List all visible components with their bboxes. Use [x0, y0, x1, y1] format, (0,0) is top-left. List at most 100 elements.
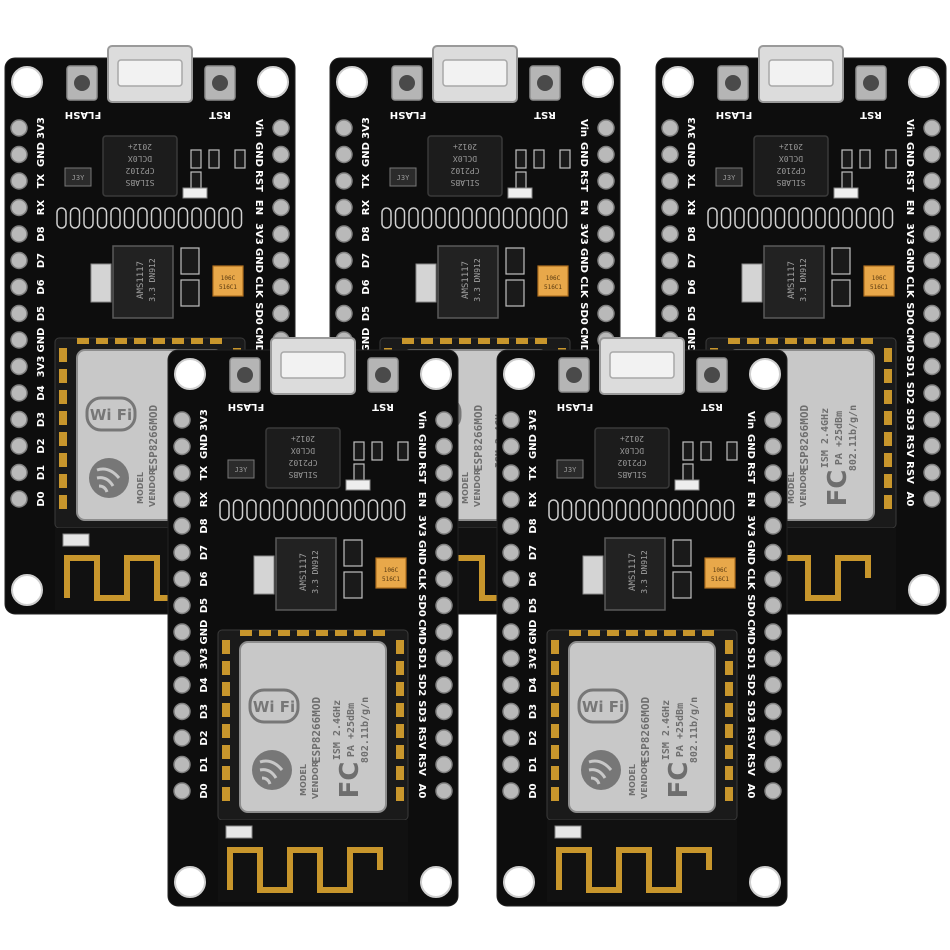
solder-pad — [286, 499, 298, 521]
pin-label-right: 3V3 — [578, 223, 589, 245]
smd-resistor — [353, 441, 365, 461]
pin-label-left: D5 — [361, 306, 372, 321]
module-spec: 802.11b/g/n — [848, 405, 859, 471]
header-pin-right — [435, 490, 453, 509]
solder-pad — [774, 207, 786, 229]
pin-label-left: GND — [36, 328, 47, 353]
castellated-pad — [725, 745, 733, 759]
mounting-hole — [257, 66, 289, 98]
flash-label: FLASH — [228, 401, 265, 412]
castellated-pad — [728, 338, 740, 344]
pin-label-right: CLK — [904, 276, 915, 299]
header-pin-right — [764, 437, 782, 456]
pin-label-right: SD0 — [416, 594, 427, 617]
castellated-pad — [396, 745, 404, 759]
solder-pad — [110, 207, 121, 229]
solder-pad — [707, 207, 718, 229]
solder-pad — [828, 207, 840, 229]
solder-pad — [502, 207, 514, 229]
usb-uart-chip — [265, 427, 341, 489]
regulator-tab — [253, 555, 275, 595]
pin-label-left: TX — [36, 173, 47, 188]
smd-resistor — [859, 149, 871, 169]
module-name: ESP8266MOD — [639, 697, 652, 764]
mounting-hole — [503, 358, 535, 390]
solder-pad — [246, 499, 257, 521]
pin-label-right: EN — [904, 200, 915, 215]
solder-pad — [313, 499, 325, 521]
pin-label-left: GND — [36, 142, 47, 167]
castellated-pad — [683, 630, 695, 636]
pin-label-right: GND — [578, 248, 589, 273]
solder-pad — [394, 499, 406, 521]
castellated-pad — [766, 338, 778, 344]
castellated-pad — [551, 640, 559, 654]
pin-label-right: GND — [253, 248, 264, 273]
header-pin-left — [502, 755, 520, 774]
pin-label-right: RST — [904, 170, 915, 192]
header-pin-left — [10, 463, 28, 482]
header-pin-left — [10, 384, 28, 402]
module-name: ESP8266MOD — [147, 405, 160, 472]
header-pin-right — [435, 755, 453, 774]
rst-label: RST — [534, 109, 556, 120]
regulator-marking: AMS1117 — [461, 261, 471, 299]
castellated-pad — [297, 630, 309, 636]
rst-button-cap — [704, 367, 720, 383]
castellated-pad — [551, 703, 559, 717]
module-spec: ISM 2.4GHz — [332, 700, 343, 760]
capacitor-marking: 516C1 — [870, 284, 888, 291]
regulator-marking: AMS1117 — [628, 553, 638, 591]
castellated-pad — [96, 338, 108, 344]
header-pin-left — [10, 198, 28, 217]
pin-label-left: D8 — [361, 226, 372, 241]
solder-pad — [232, 499, 244, 521]
smd-resistor — [353, 463, 365, 483]
flash-label: FLASH — [557, 401, 594, 412]
castellated-pad — [626, 630, 638, 636]
solder-pad — [734, 207, 745, 229]
module-vendor: MODEL — [299, 764, 308, 796]
castellated-pad — [59, 390, 67, 404]
header-pin-right — [272, 119, 290, 137]
header-pin-right — [923, 145, 941, 164]
pin-label-left: D4 — [199, 677, 210, 692]
usb-uart-chip — [427, 135, 503, 197]
smd-resistor — [343, 539, 363, 567]
pin-label-right: RST — [578, 170, 589, 192]
castellated-pad — [396, 661, 404, 675]
status-led — [674, 479, 700, 491]
usb-uart-chip — [753, 135, 829, 197]
solder-pad — [273, 499, 284, 521]
header-pin-right — [923, 490, 941, 508]
header-pin-right — [272, 225, 290, 243]
regulator-marking: AMS1117 — [299, 553, 309, 591]
solder-pad — [421, 207, 433, 229]
header-pin-right — [597, 278, 615, 296]
pin-label-left: 3V3 — [361, 117, 372, 139]
pin-label-left: D3 — [528, 704, 539, 719]
header-pin-left — [173, 702, 191, 721]
mounting-hole — [420, 866, 452, 898]
pin-label-left: RX — [36, 200, 47, 216]
header-pin-right — [597, 225, 615, 243]
castellated-pad — [884, 390, 892, 404]
pin-label-left: D8 — [199, 518, 210, 533]
flash-button-cap — [725, 75, 741, 91]
pin-label-right: RST — [416, 462, 427, 484]
pin-label-left: RX — [361, 200, 372, 216]
usb-port-opening — [768, 59, 834, 87]
pin-label-right: RSV — [745, 727, 756, 750]
fcc-logo: FC — [823, 470, 853, 507]
castellated-pad — [804, 338, 816, 344]
castellated-pad — [440, 338, 452, 344]
smd-resistor — [190, 149, 202, 169]
chip-marking: 2012+ — [453, 142, 477, 151]
chip-marking: SILABS — [617, 470, 646, 479]
castellated-pad — [396, 724, 404, 738]
castellated-pad — [842, 338, 854, 344]
solder-pad — [408, 207, 419, 229]
header-pin-left — [335, 225, 353, 243]
castellated-pad — [884, 474, 892, 488]
pin-label-left: D0 — [199, 783, 210, 798]
